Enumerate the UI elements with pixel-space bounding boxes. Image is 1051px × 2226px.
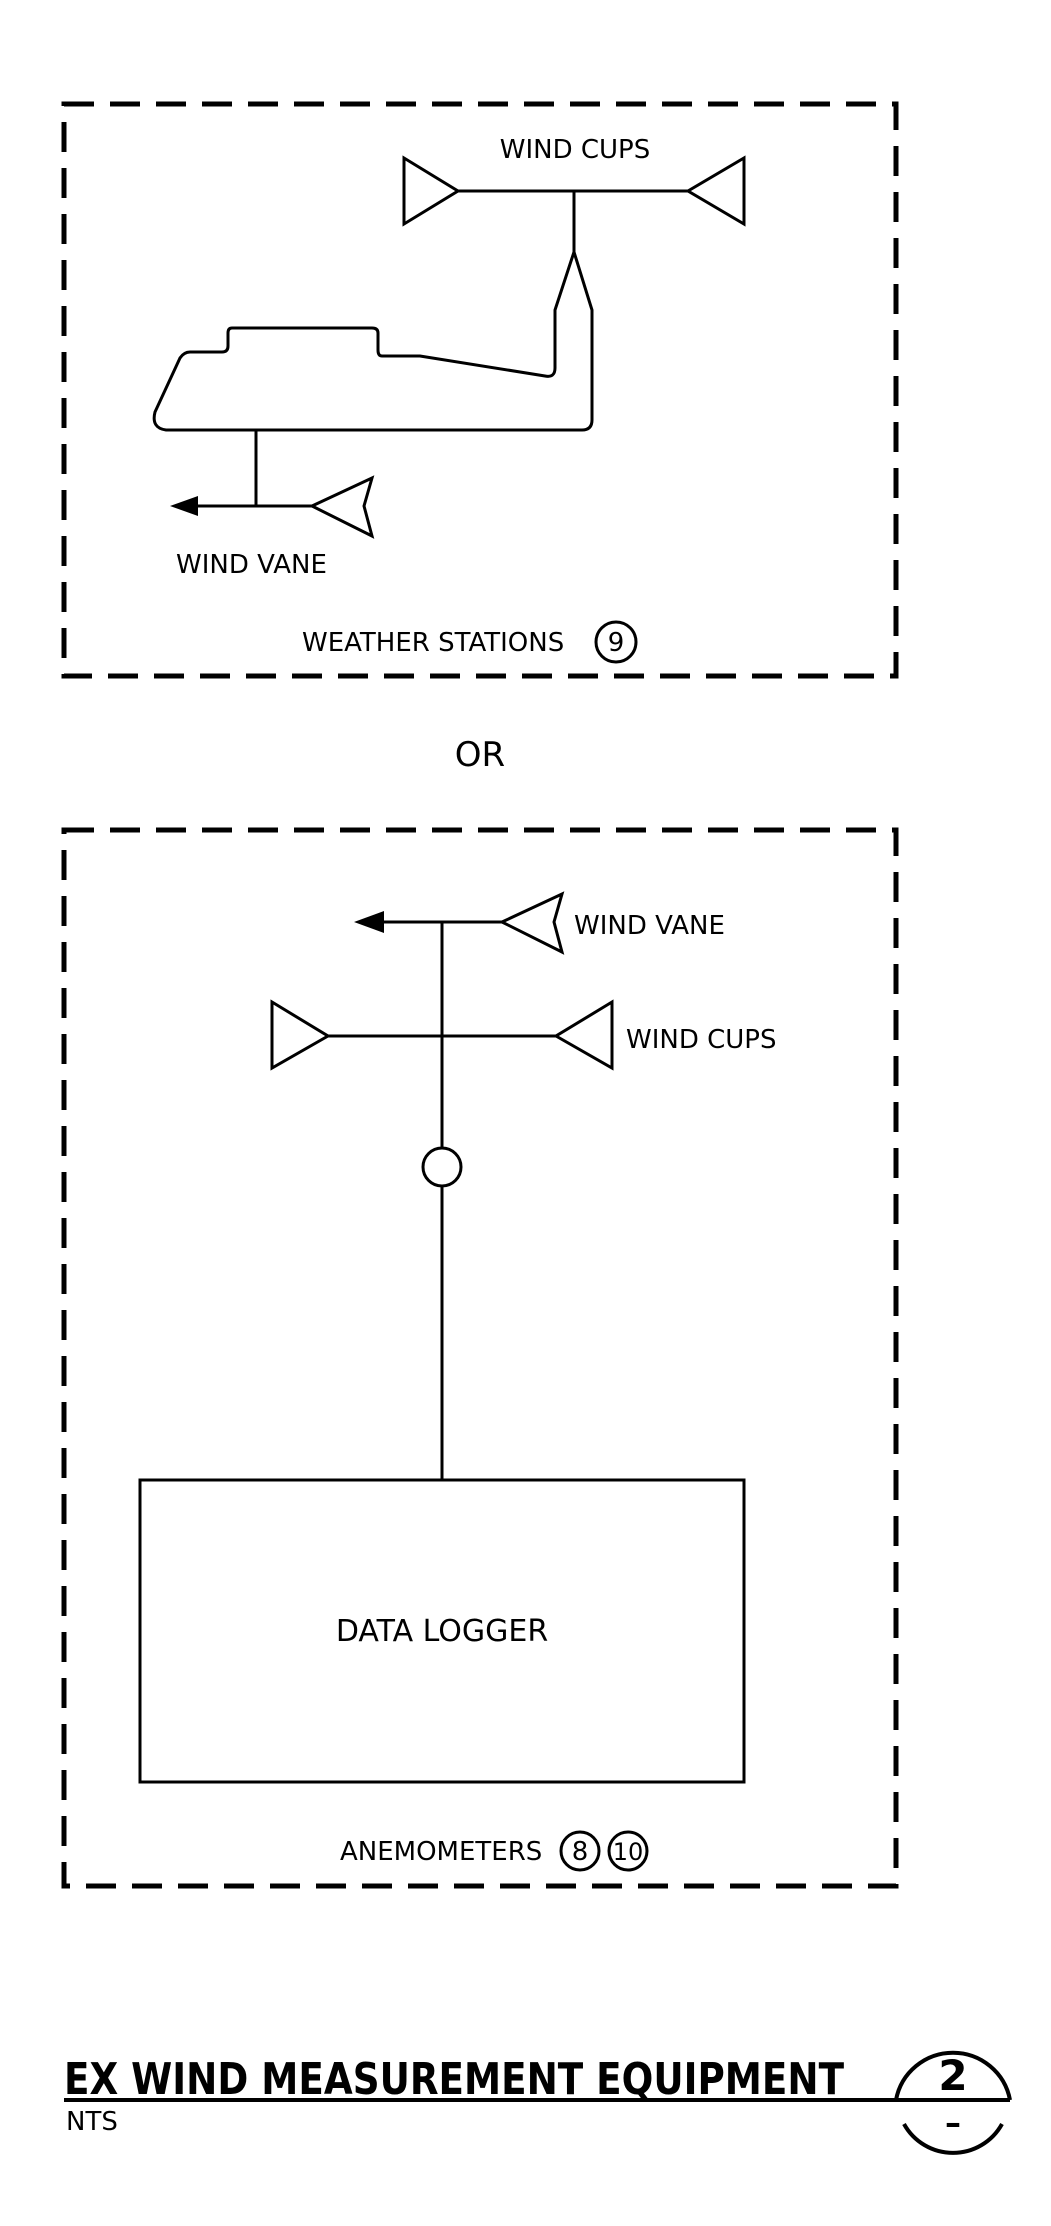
data-logger-box: [138, 1478, 746, 1784]
detail-bubble-bottom-arc: [902, 2123, 1004, 2155]
wind-cups-assembly: [402, 155, 746, 252]
anemometer-wind-cup-left-icon: [270, 999, 331, 1071]
anemometer-dashed-border: [61, 827, 899, 1889]
wind-cups-label: WIND CUPS: [500, 135, 650, 165]
sheet-reference: –: [945, 2104, 961, 2142]
anemometer-wind-vane-arrow-icon: [354, 911, 384, 933]
anemometer-wind-vane-tail-icon: [498, 891, 565, 955]
anemometer-panel: WIND VANE WIND CUPS DATA LOGGER ANEMOMET…: [61, 827, 899, 1889]
wind-vane-arrow-icon: [170, 496, 198, 516]
callout-8-circle: [559, 1830, 601, 1872]
detail-number: 2: [938, 2051, 967, 2100]
wind-cups-label-2: WIND CUPS: [626, 1025, 776, 1055]
weather-stations-caption: WEATHER STATIONS: [302, 628, 564, 658]
detail-bubble-top-arc: [894, 2050, 1012, 2101]
callout-10: 10: [613, 1838, 644, 1866]
callout-9-circle: [594, 620, 638, 664]
callout-8: 8: [572, 1837, 589, 1867]
data-logger-label: DATA LOGGER: [336, 1614, 548, 1649]
title-block: EX WIND MEASUREMENT EQUIPMENT NTS 2 –: [64, 2050, 1012, 2155]
wind-vane-tail-icon: [308, 475, 375, 539]
anemometers-caption: ANEMOMETERS: [340, 1837, 542, 1867]
weather-station-dashed-border: [61, 101, 899, 679]
or-separator: OR: [455, 735, 505, 775]
anemometer-wind-cup-right-icon: [553, 999, 614, 1071]
wind-cup-left-icon: [402, 155, 461, 227]
mast-joint-circle: [421, 1146, 463, 1188]
wind-vane-label-2: WIND VANE: [574, 911, 725, 941]
drawing-title: EX WIND MEASUREMENT EQUIPMENT: [64, 2054, 844, 2105]
wind-cup-right-icon: [685, 155, 746, 227]
weather-station-panel: WIND CUPS WIND VANE WEATHER STATIONS 9: [61, 101, 899, 679]
scale-label: NTS: [66, 2107, 118, 2137]
callout-9: 9: [608, 628, 625, 658]
callout-10-circle: [607, 1830, 649, 1872]
wind-vane-label-1: WIND VANE: [176, 550, 327, 580]
weather-station-body-outline: [152, 247, 594, 432]
